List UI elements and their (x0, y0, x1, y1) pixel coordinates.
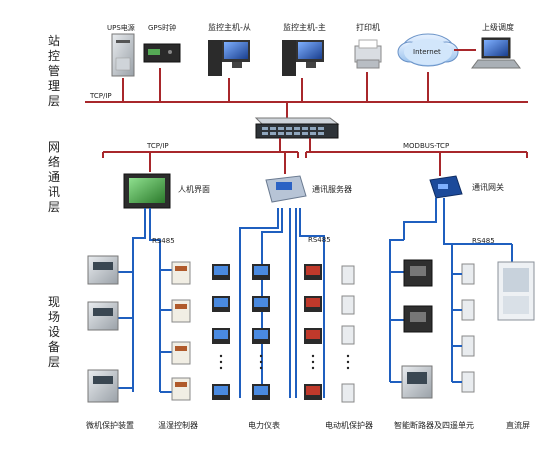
internet-cloud-icon (397, 33, 459, 67)
motor-protector (341, 383, 355, 403)
layer-label-station: 站控管理层 (47, 34, 60, 108)
internet-label: Internet (413, 48, 441, 56)
remote-unit (461, 263, 475, 285)
motor-meter (304, 296, 322, 312)
core-switch (254, 117, 340, 139)
ellipsis-dots (219, 354, 350, 370)
hmi-device (123, 173, 171, 209)
power-meter (212, 328, 230, 344)
power-meter (252, 384, 270, 400)
smart-breaker (403, 259, 433, 287)
printer-label: 打印机 (356, 22, 380, 32)
power-meter (252, 296, 270, 312)
rs485-label-1: RS485 (152, 237, 175, 245)
station-bus (85, 68, 528, 122)
smart-breaker (401, 365, 433, 399)
gateway-label: 通讯网关 (472, 182, 504, 192)
monitor-slave-label: 监控主机-从 (208, 22, 251, 32)
power-meter (252, 264, 270, 280)
ups-label: UPS电源 (107, 23, 135, 32)
power-meter-label: 电力仪表 (248, 420, 280, 430)
hmi-label: 人机界面 (178, 184, 210, 194)
motor-meter (304, 384, 322, 400)
gateway-device (429, 175, 463, 199)
motor-protector (341, 295, 355, 315)
dc-screen-label: 直流屏 (506, 420, 530, 430)
network-bus (102, 138, 528, 176)
power-meter (252, 328, 270, 344)
modbus-label: MODBUS-TCP (403, 142, 449, 150)
smart-breaker (403, 305, 433, 333)
rs485-label-3: RS485 (472, 237, 495, 245)
printer-icon (354, 39, 382, 69)
power-meter (212, 264, 230, 280)
field-lines (118, 198, 513, 398)
power-meter (212, 384, 230, 400)
ups-device (111, 33, 135, 77)
remote-unit (461, 371, 475, 393)
gps-device (143, 43, 181, 63)
rs485-label-2: RS485 (308, 236, 331, 244)
comm-server-device (265, 175, 307, 203)
motor-meter (304, 264, 322, 280)
motor-protector (341, 265, 355, 285)
temp-controller (171, 261, 191, 285)
layer-label-field: 现场设备层 (47, 295, 60, 369)
temp-controller (171, 377, 191, 401)
remote-unit (461, 299, 475, 321)
temp-ctrl-label: 温湿控制器 (158, 420, 198, 430)
layer-label-network: 网络通讯层 (47, 140, 60, 214)
monitor-slave (208, 40, 250, 76)
protection-device (87, 301, 119, 331)
monitor-master (282, 40, 324, 76)
breaker-label: 智能断路器及四遥单元 (394, 420, 474, 430)
remote-unit-links (452, 273, 462, 383)
remote-unit (461, 335, 475, 357)
motor-protector (341, 325, 355, 345)
laptop-icon (471, 37, 521, 69)
motor-meter (304, 328, 322, 344)
tcpip-left-label: TCP/IP (146, 142, 169, 150)
motor-prot-label: 电动机保护器 (325, 420, 373, 430)
temp-controller (171, 299, 191, 323)
temp-controller (171, 341, 191, 365)
protection-device (87, 255, 119, 285)
dc-screen-cabinet (497, 261, 535, 321)
gps-label: GPS时钟 (148, 23, 176, 32)
monitor-master-label: 监控主机-主 (283, 22, 326, 32)
tcpip-top-label: TCP/IP (89, 92, 112, 100)
power-meter (212, 296, 230, 312)
protection-label: 微机保护装置 (86, 420, 134, 430)
comm-server-label: 通讯服务器 (312, 184, 352, 194)
protection-device (87, 369, 119, 403)
dispatch-label: 上级调度 (482, 22, 514, 32)
